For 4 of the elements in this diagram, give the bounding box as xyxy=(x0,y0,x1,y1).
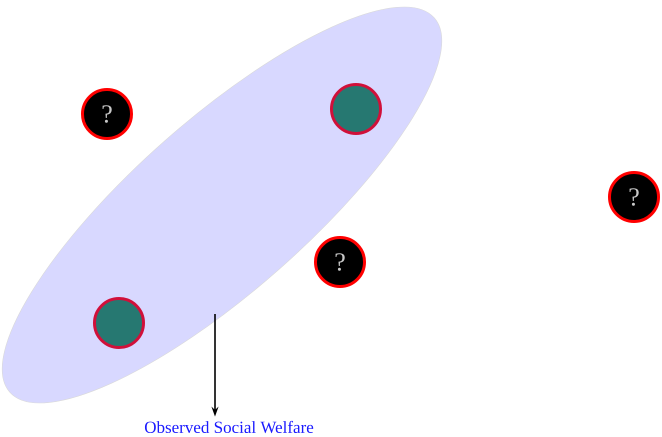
filled-circle xyxy=(330,83,382,135)
caption-text: Observed Social Welfare xyxy=(144,420,314,434)
ellipse-band xyxy=(2,7,442,403)
filled-circle xyxy=(93,297,145,349)
